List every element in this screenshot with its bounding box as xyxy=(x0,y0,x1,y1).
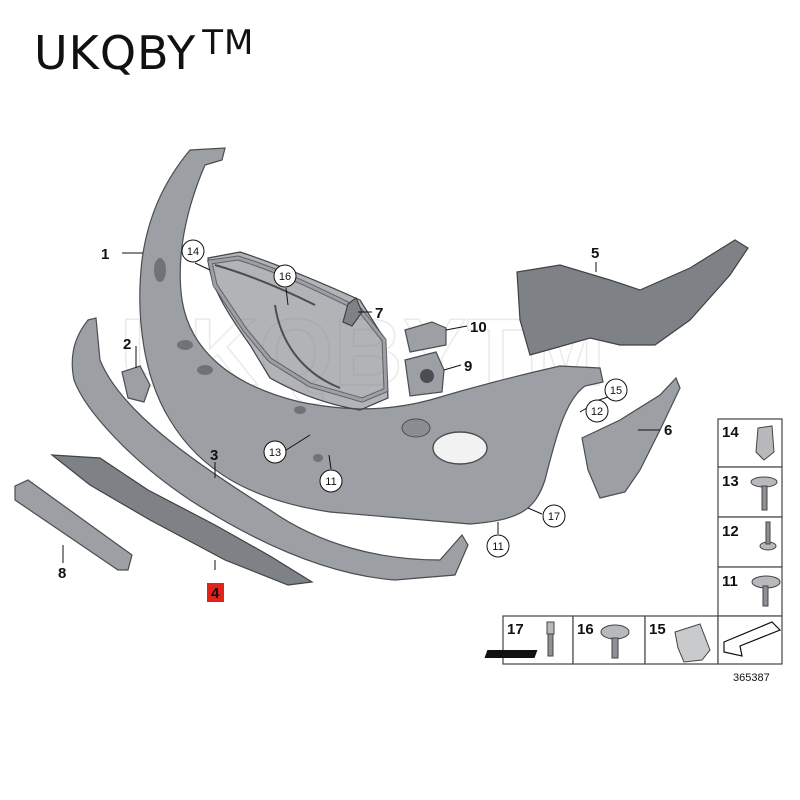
part-holder-7 xyxy=(342,297,363,327)
legend-label-17: 17 xyxy=(507,621,524,638)
screw-13-icon xyxy=(750,476,778,511)
legend-column: 14 13 12 11 xyxy=(717,418,783,617)
direction-arrow-base xyxy=(484,650,538,658)
callout-7: 7 xyxy=(375,305,383,322)
callout-15-label: 15 xyxy=(610,385,622,397)
clip-15-icon xyxy=(674,623,711,663)
callout-9: 9 xyxy=(464,358,472,375)
callout-10: 10 xyxy=(470,319,487,336)
callout-12-label: 12 xyxy=(591,406,603,418)
part-trim-strip xyxy=(50,454,314,586)
legend-label-15: 15 xyxy=(649,621,666,638)
part-grille-carrier xyxy=(206,255,389,403)
callout-11b-label: 11 xyxy=(492,541,503,553)
callout-17-label: 17 xyxy=(548,511,560,523)
part-cover-10 xyxy=(404,321,447,353)
legend-label-14: 14 xyxy=(722,424,739,441)
screw-12-icon xyxy=(759,521,777,551)
screw-11-icon xyxy=(751,575,781,607)
legend-row: 17 16 15 xyxy=(484,615,783,665)
callout-16-label: 16 xyxy=(279,271,291,283)
part-cap-9 xyxy=(404,351,445,397)
callout-11a-label: 11 xyxy=(325,476,336,488)
callout-2: 2 xyxy=(123,336,131,353)
callout-11a: 11 xyxy=(319,469,343,493)
part-bracket-2 xyxy=(121,365,151,403)
callout-14-label: 14 xyxy=(187,246,199,258)
callout-3: 3 xyxy=(210,447,218,464)
callout-14: 14 xyxy=(181,239,205,263)
direction-arrow-icon xyxy=(723,621,782,657)
leader-lines xyxy=(62,252,660,570)
part-lower-spoiler xyxy=(71,317,469,581)
callout-13: 13 xyxy=(263,440,287,464)
pin-17-icon xyxy=(546,621,555,657)
callout-17: 17 xyxy=(542,504,566,528)
legend-label-13: 13 xyxy=(722,473,739,490)
callout-6: 6 xyxy=(664,422,672,439)
callout-16: 16 xyxy=(273,264,297,288)
callout-4-highlight xyxy=(207,583,224,602)
part-bracket-5 xyxy=(516,239,749,356)
callout-15: 15 xyxy=(604,378,628,402)
diagram-number: 365387 xyxy=(733,672,770,684)
clip-fastener-icon xyxy=(755,425,775,461)
callout-5: 5 xyxy=(591,245,599,262)
callout-11b: 11 xyxy=(486,534,510,558)
callout-8: 8 xyxy=(58,565,66,582)
legend-label-11: 11 xyxy=(722,573,738,590)
part-plate-base xyxy=(14,479,133,571)
legend-label-12: 12 xyxy=(722,523,739,540)
legend-label-16: 16 xyxy=(577,621,594,638)
callout-13-label: 13 xyxy=(269,447,281,459)
brand-trademark: TM xyxy=(202,23,255,63)
part-bumper-cover xyxy=(139,147,604,525)
callout-12: 12 xyxy=(585,399,609,423)
brand-name: UKQBY xyxy=(34,26,197,80)
callout-1: 1 xyxy=(101,246,109,263)
callout-4: 4 xyxy=(211,585,220,602)
screw-16-icon xyxy=(600,624,630,659)
